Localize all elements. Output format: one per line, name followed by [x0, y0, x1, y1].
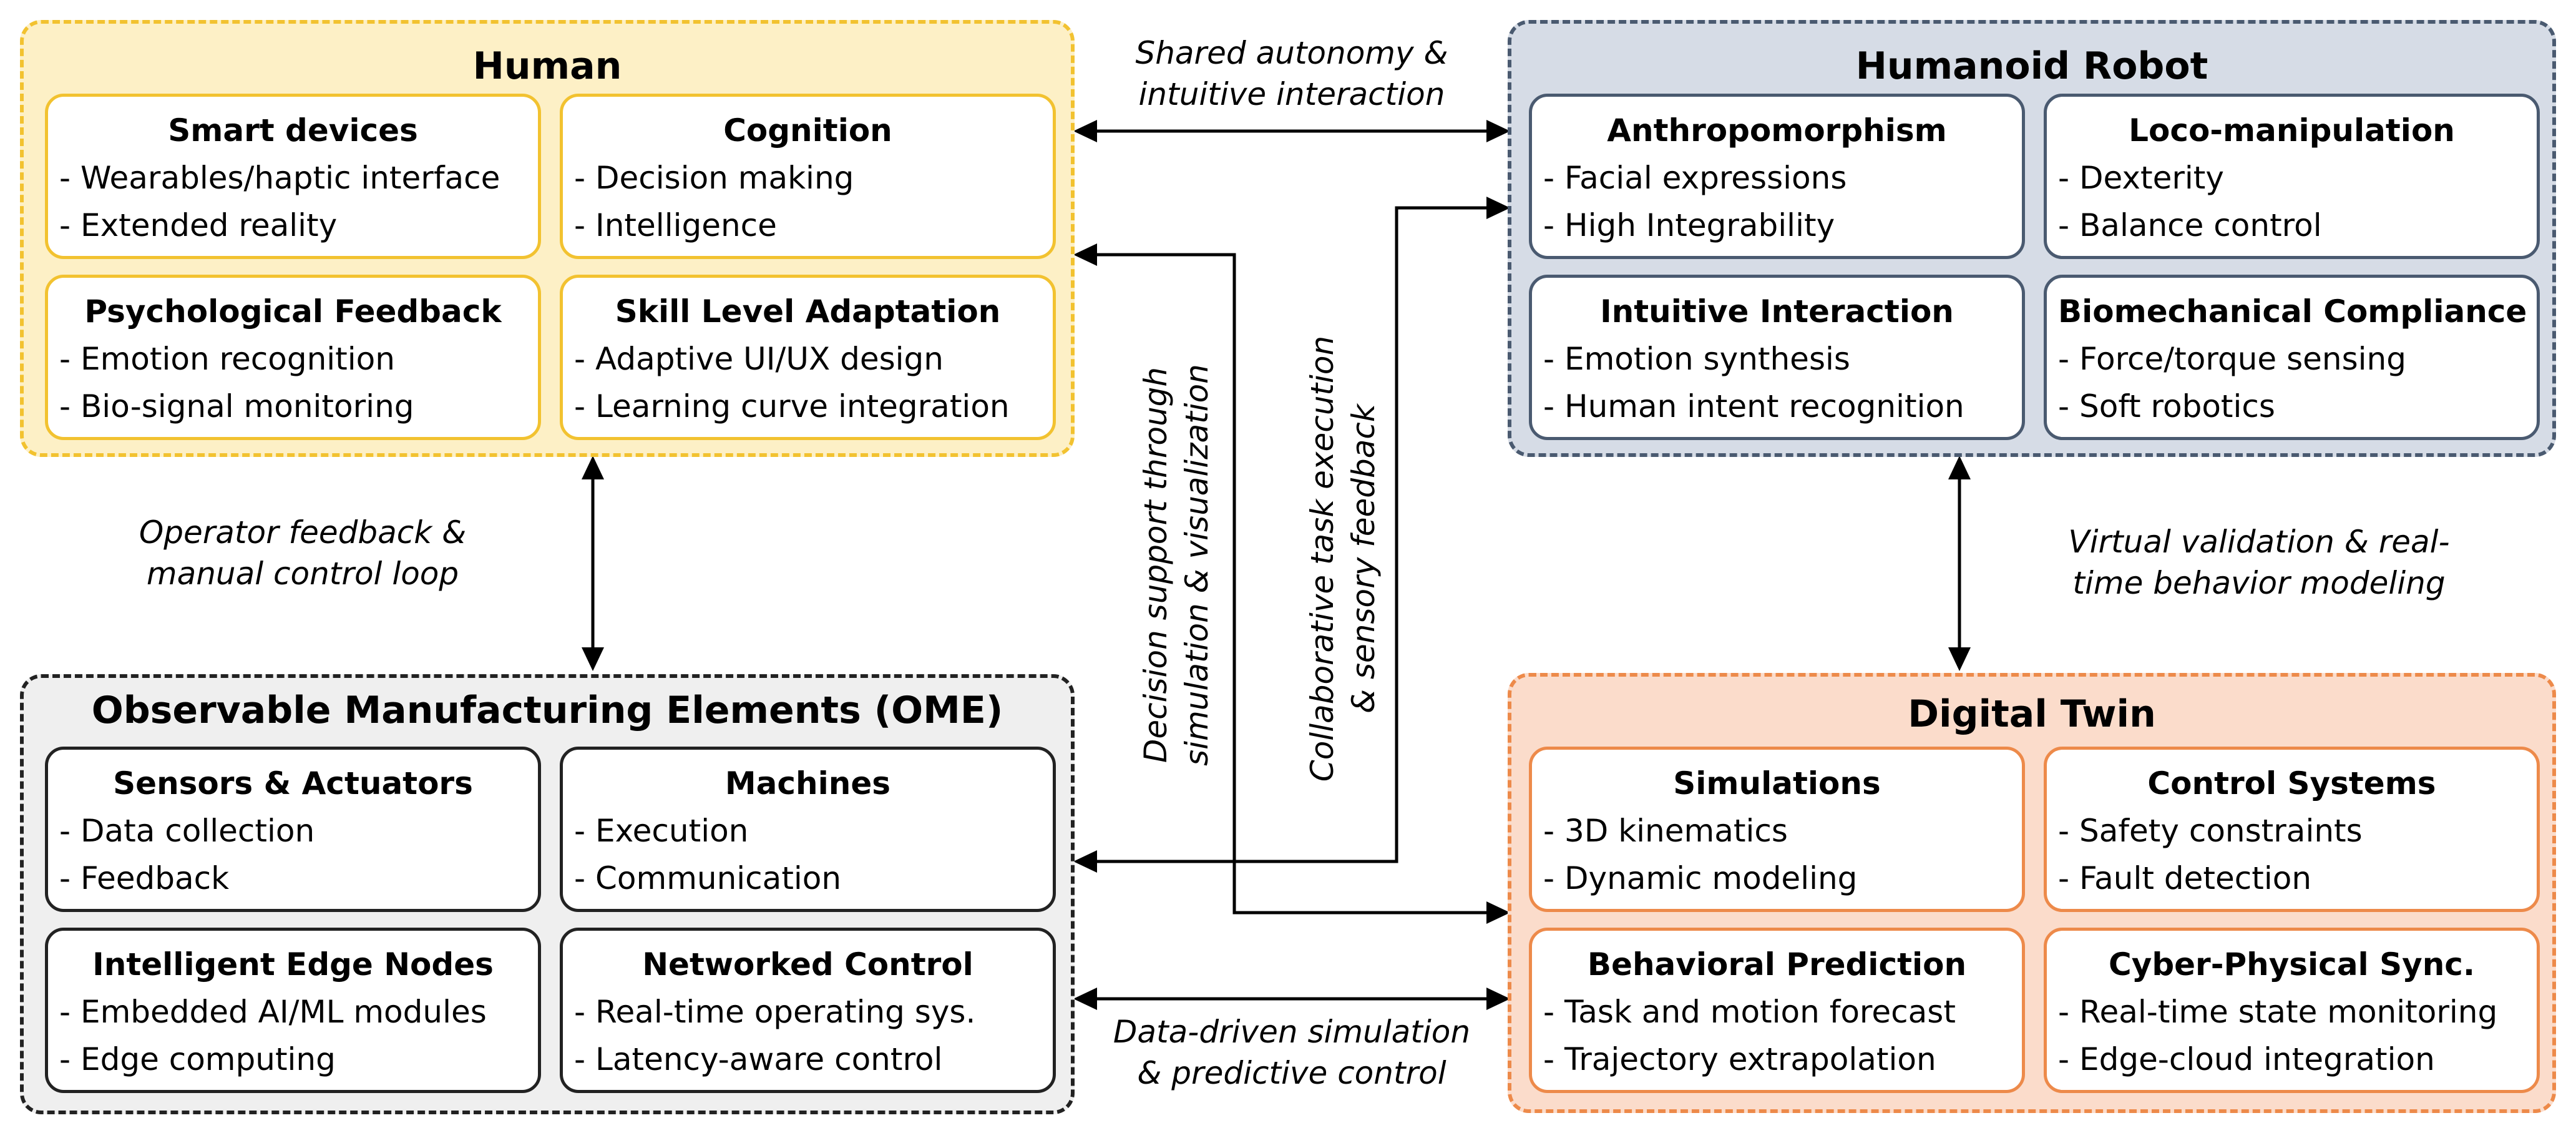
card-item: - Task and motion forecast — [1543, 994, 1956, 1030]
card-title: Machines — [724, 765, 891, 802]
card-title: Intelligent Edge Nodes — [92, 946, 494, 983]
arrow-decision-support — [1073, 243, 1510, 924]
card-item: - Learning curve integration — [574, 388, 1010, 424]
card-item: - Communication — [574, 860, 842, 896]
card-item: - Edge computing — [59, 1041, 336, 1077]
card-item: - Dexterity — [2058, 160, 2224, 196]
arrow-human-ome — [582, 456, 604, 671]
card-biomechanical-compliance: Biomechanical Compliance - Force/torque … — [2044, 275, 2540, 440]
card-item: - Feedback — [59, 860, 230, 896]
card-item: - Wearables/haptic interface — [59, 160, 500, 196]
card-title: Networked Control — [642, 946, 973, 983]
card-title: Psychological Feedback — [84, 293, 502, 330]
card-cyber-physical-sync: Cyber-Physical Sync. - Real-time state m… — [2044, 928, 2540, 1093]
card-item: - Trajectory extrapolation — [1543, 1041, 1936, 1077]
card-sensors-actuators: Sensors & Actuators - Data collection - … — [45, 747, 541, 912]
human-group: Human Smart devices - Wearables/haptic i… — [20, 20, 1075, 457]
card-title: Cyber-Physical Sync. — [2109, 946, 2475, 983]
card-title: Behavioral Prediction — [1587, 946, 1967, 983]
card-skill-level-adaptation: Skill Level Adaptation - Adaptive UI/UX … — [560, 275, 1056, 440]
digital-twin-group: Digital Twin Simulations - 3D kinematics… — [1508, 673, 2556, 1113]
card-item: - Emotion recognition — [59, 341, 395, 377]
card-networked-control: Networked Control - Real-time operating … — [560, 928, 1056, 1093]
card-title: Smart devices — [168, 112, 418, 149]
card-item: - Human intent recognition — [1543, 388, 1964, 424]
card-item: - Execution — [574, 813, 749, 849]
card-item: - 3D kinematics — [1543, 813, 1788, 849]
label-virtual-validation: Virtual validation & real- time behavior… — [2068, 524, 2450, 601]
card-title: Biomechanical Compliance — [2058, 293, 2527, 330]
label-data-driven: Data-driven simulation & predictive cont… — [1113, 1014, 1471, 1091]
card-item: - Soft robotics — [2058, 388, 2275, 424]
label-collaborative: Collaborative task execution & sensory f… — [1304, 335, 1382, 782]
card-title: Simulations — [1673, 765, 1881, 802]
card-cognition: Cognition - Decision making - Intelligen… — [560, 94, 1056, 259]
card-control-systems: Control Systems - Safety constraints - F… — [2044, 747, 2540, 912]
card-title: Intuitive Interaction — [1600, 293, 1954, 330]
ome-group: Observable Manufacturing Elements (OME) … — [20, 674, 1075, 1114]
label-shared-autonomy: Shared autonomy & intuitive interaction — [1135, 35, 1448, 112]
card-item: - Safety constraints — [2058, 813, 2363, 849]
arrow-robot-twin — [1948, 456, 1971, 671]
card-behavioral-prediction: Behavioral Prediction - Task and motion … — [1529, 928, 2025, 1093]
card-title: Anthropomorphism — [1607, 112, 1947, 149]
twin-title: Digital Twin — [1908, 692, 2156, 736]
humanoid-robot-group: Humanoid Robot Anthropomorphism - Facial… — [1508, 20, 2556, 457]
card-item: - Embedded AI/ML modules — [59, 994, 487, 1030]
card-item: - Intelligence — [574, 207, 777, 243]
card-intelligent-edge-nodes: Intelligent Edge Nodes - Embedded AI/ML … — [45, 928, 541, 1093]
card-item: - Force/torque sensing — [2058, 341, 2406, 377]
card-item: - Bio-signal monitoring — [59, 388, 414, 424]
ome-title: Observable Manufacturing Elements (OME) — [91, 689, 1003, 732]
card-title: Control Systems — [2147, 765, 2436, 802]
card-title: Loco-manipulation — [2129, 112, 2455, 149]
card-simulations: Simulations - 3D kinematics - Dynamic mo… — [1529, 747, 2025, 912]
card-psychological-feedback: Psychological Feedback - Emotion recogni… — [45, 275, 541, 440]
arrow-ome-twin — [1073, 988, 1510, 1010]
card-item: - Dynamic modeling — [1543, 860, 1858, 896]
card-item: - Decision making — [574, 160, 854, 196]
label-operator-feedback: Operator feedback & manual control loop — [139, 514, 467, 592]
card-machines: Machines - Execution - Communication — [560, 747, 1056, 912]
card-item: - Real-time operating sys. — [574, 994, 976, 1030]
human-title: Human — [472, 44, 622, 88]
card-item: - Data collection — [59, 813, 315, 849]
card-anthropomorphism: Anthropomorphism - Facial expressions - … — [1529, 94, 2025, 259]
card-title: Skill Level Adaptation — [615, 293, 1001, 330]
robot-title: Humanoid Robot — [1855, 44, 2208, 88]
card-title: Cognition — [723, 112, 892, 149]
card-item: - Extended reality — [59, 207, 338, 243]
card-title: Sensors & Actuators — [113, 765, 473, 802]
card-smart-devices: Smart devices - Wearables/haptic interfa… — [45, 94, 541, 259]
card-item: - Edge-cloud integration — [2058, 1041, 2435, 1077]
arrow-human-robot — [1073, 120, 1510, 142]
card-item: - Fault detection — [2058, 860, 2312, 896]
label-decision-support: Decision support through simulation & vi… — [1138, 364, 1215, 766]
card-item: - Adaptive UI/UX design — [574, 341, 944, 377]
card-item: - Balance control — [2058, 207, 2322, 243]
card-item: - Emotion synthesis — [1543, 341, 1850, 377]
card-item: - Latency-aware control — [574, 1041, 943, 1077]
card-loco-manipulation: Loco-manipulation - Dexterity - Balance … — [2044, 94, 2540, 259]
card-item: - Facial expressions — [1543, 160, 1847, 196]
card-item: - High Integrability — [1543, 207, 1835, 243]
arrow-collaborative — [1073, 197, 1510, 873]
card-item: - Real-time state monitoring — [2058, 994, 2498, 1030]
card-intuitive-interaction: Intuitive Interaction - Emotion synthesi… — [1529, 275, 2025, 440]
